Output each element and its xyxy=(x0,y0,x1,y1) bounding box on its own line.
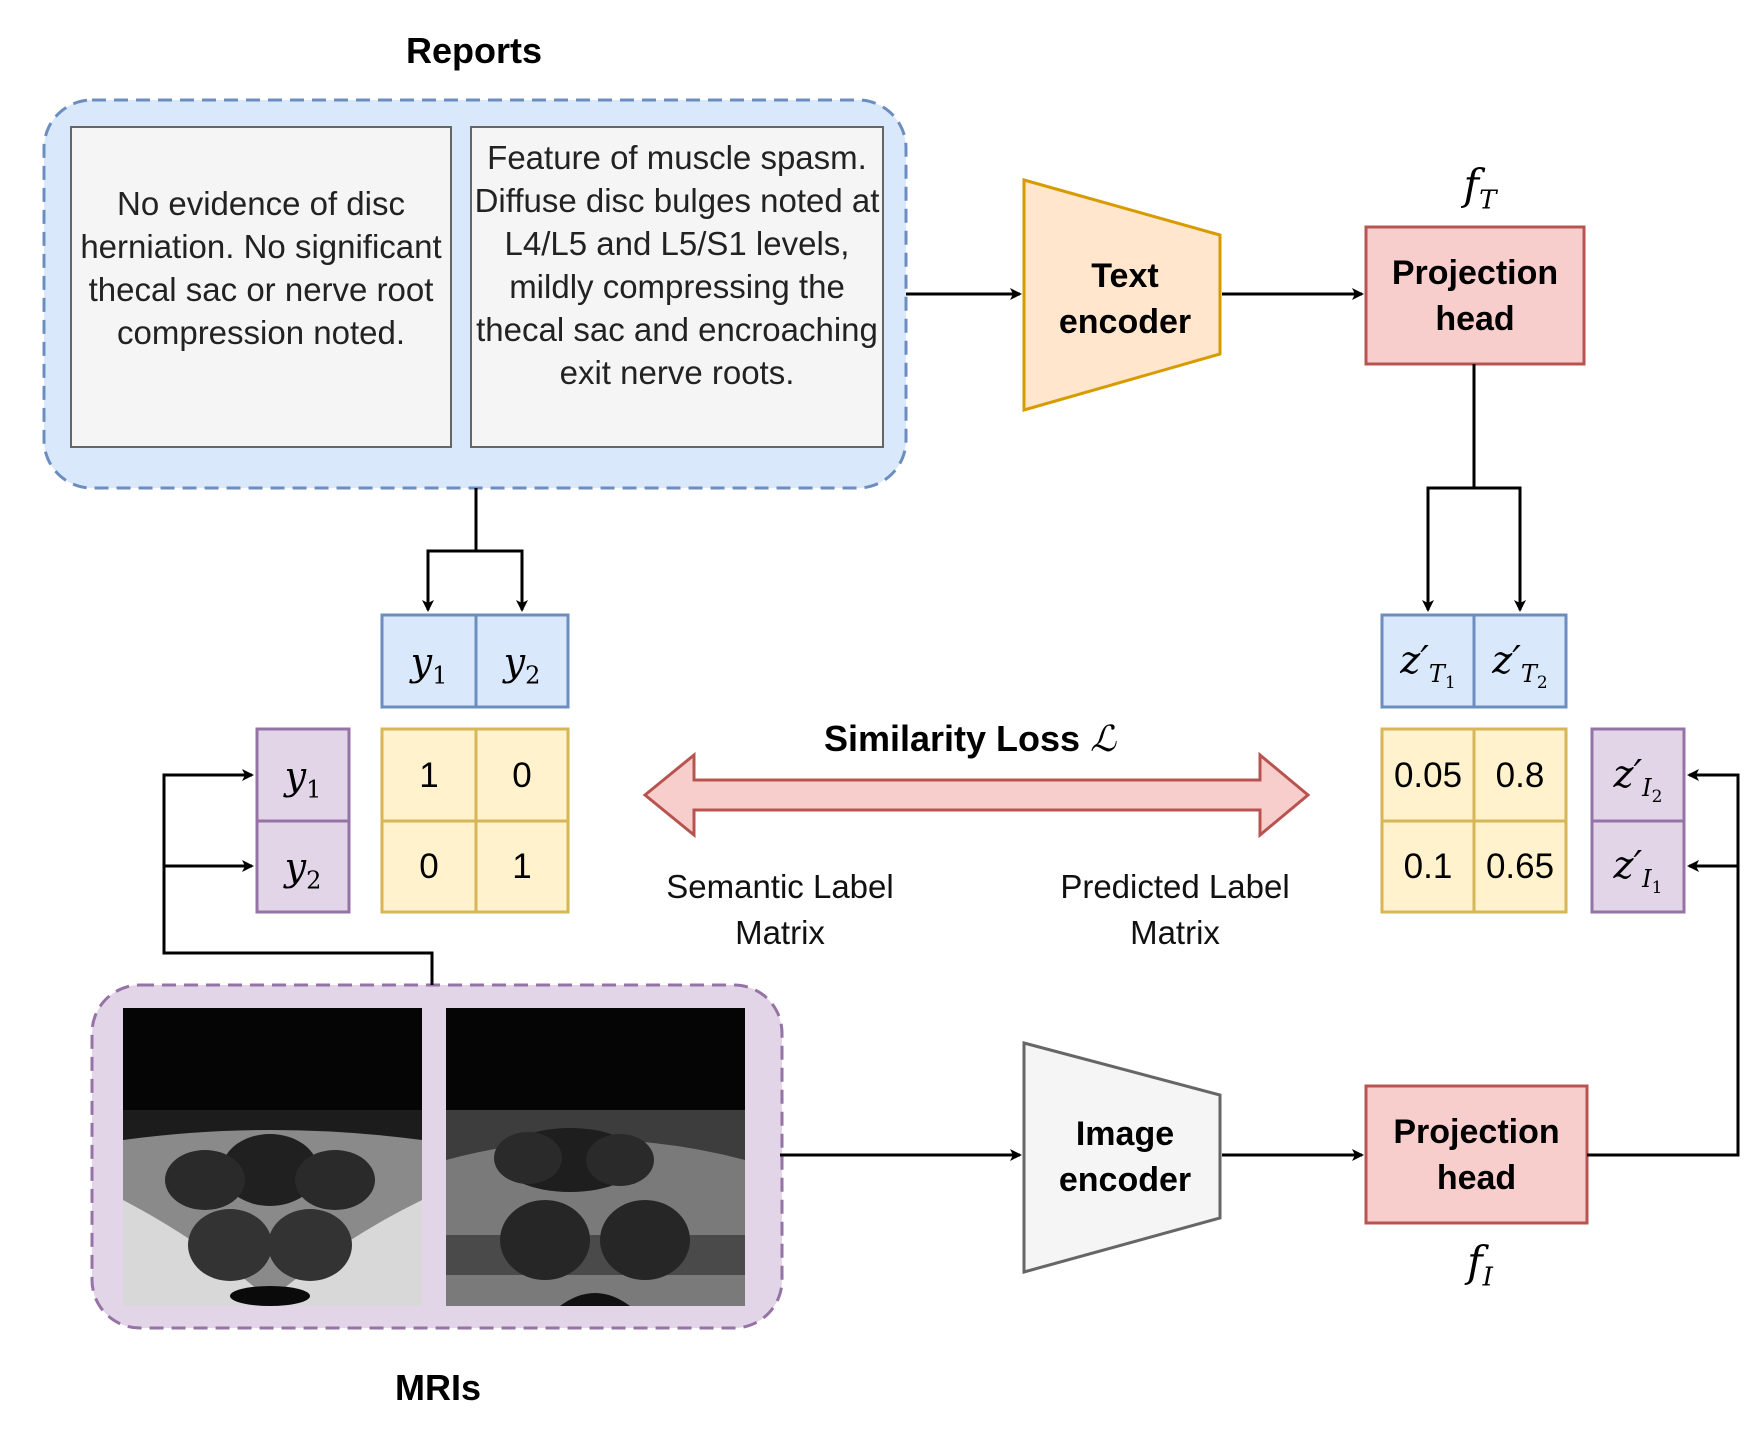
report-card-1 xyxy=(70,126,452,448)
reports-title: Reports xyxy=(405,30,543,71)
predicted-cell-1-2: 0.8 xyxy=(1495,756,1545,795)
label-vector-y2: y2 xyxy=(503,640,541,690)
similarity-loss-arrow xyxy=(642,751,1311,839)
projection-head-image-box xyxy=(1364,1084,1589,1225)
side-label-y2: y2 xyxy=(284,845,322,895)
predicted-cell-1-1: 0.05 xyxy=(1393,756,1463,795)
mris-title: MRIs xyxy=(394,1367,481,1408)
report-text-1: No evidence of disc herniation. No signi… xyxy=(80,185,442,351)
image-embedding-2: z′I2 xyxy=(1613,752,1663,807)
mri-image-2 xyxy=(446,1008,745,1306)
image-encoder-shape xyxy=(1022,1041,1222,1274)
semantic-cell-2-2: 1 xyxy=(512,847,532,886)
report-card-2 xyxy=(470,126,884,448)
semantic-cell-1-2: 0 xyxy=(512,756,532,795)
text-encoder-shape xyxy=(1022,178,1222,412)
image-projection-symbol: fI xyxy=(1467,1237,1493,1293)
label-vector-y1: y1 xyxy=(410,640,448,690)
predicted-cell-2-2: 0.65 xyxy=(1485,847,1555,886)
report-text-2: Feature of muscle spasm. Diffuse disc bu… xyxy=(474,139,880,391)
image-embedding-1: z′I1 xyxy=(1613,843,1663,898)
similarity-loss-label: Similarity Loss ℒ xyxy=(823,718,1117,760)
text-projection-symbol: fT xyxy=(1463,160,1497,216)
predicted-cell-2-1: 0.1 xyxy=(1403,847,1453,886)
semantic-cell-2-1: 0 xyxy=(419,847,439,886)
side-label-y1: y1 xyxy=(284,754,322,804)
mri-image-1 xyxy=(123,1008,422,1306)
semantic-cell-1-1: 1 xyxy=(419,756,439,795)
projection-head-text-box xyxy=(1364,225,1586,366)
text-embedding-1: z′T1 xyxy=(1400,638,1456,693)
text-embedding-2: z′T2 xyxy=(1492,638,1548,693)
